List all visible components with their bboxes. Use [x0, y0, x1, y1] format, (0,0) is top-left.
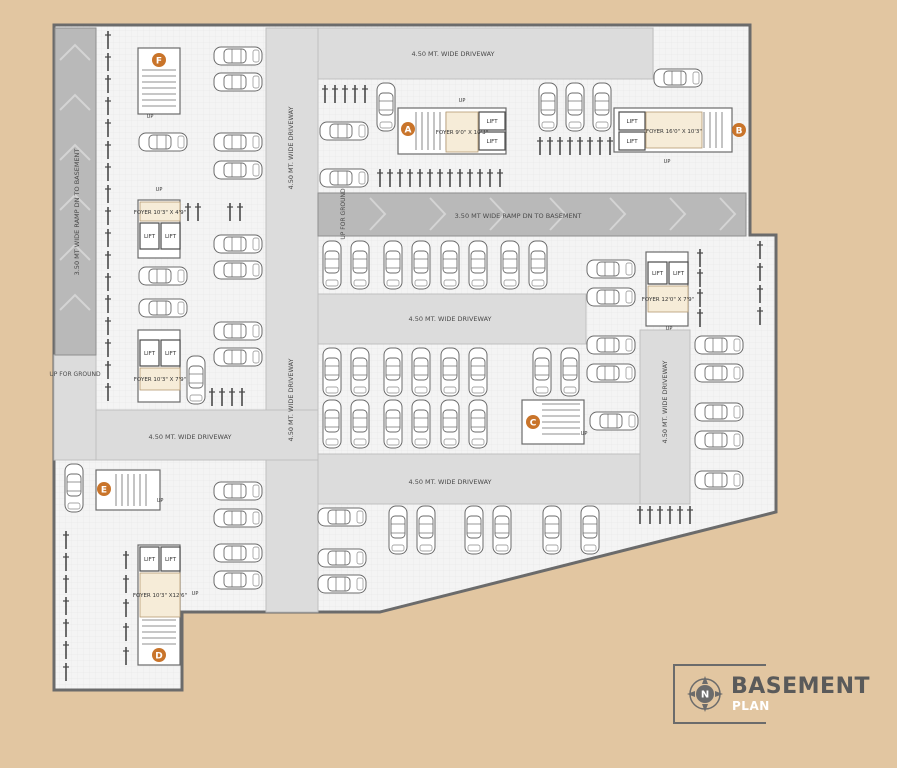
- lift-label: LIFT: [486, 119, 498, 125]
- up-for-ground-label: UP FOR GROUND: [340, 188, 347, 240]
- ramp-label: 3.50 MT WIDE RAMP DN TO BASEMENT: [455, 212, 582, 220]
- core-id: B: [736, 127, 743, 137]
- lift-label: LIFT: [626, 119, 638, 125]
- up-labels: UP UP UP UP UP UP UP UP: [147, 98, 673, 597]
- driveway-label: 4.50 MT. WIDE DRIVEWAY: [287, 106, 295, 189]
- driveway-label: 4.50 MT. WIDE DRIVEWAY: [409, 315, 492, 323]
- lift-labels: LIFT LIFT LIFT LIFT LIFT LIFT LIFT LIFT …: [144, 119, 685, 563]
- up-label: UP: [147, 114, 154, 120]
- driveway-labels: 4.50 MT. WIDE DRIVEWAY 4.50 MT. WIDE DRI…: [73, 50, 669, 486]
- lift-label: LIFT: [165, 351, 177, 357]
- lift-boxes: [139, 111, 689, 572]
- lift-label: LIFT: [144, 234, 156, 240]
- foyer-label: FOYER 16'0" X 10'3": [646, 129, 702, 135]
- driveway-label: 4.50 MT. WIDE DRIVEWAY: [661, 360, 669, 443]
- plan-title: BASEMENT: [731, 674, 871, 699]
- foyer-label: FOYER 10'3" X12'6": [133, 593, 187, 599]
- core-id: D: [155, 652, 162, 662]
- up-for-ground-label: UP FOR GROUND: [49, 371, 101, 378]
- foyer-label: FOYER 12'0" X 7'9": [642, 297, 694, 303]
- lift-label: LIFT: [165, 234, 177, 240]
- foyer-label: FOYER 10'3" X 4'9": [134, 210, 186, 216]
- foyer-areas: [139, 111, 703, 618]
- up-label: UP: [666, 326, 673, 332]
- core-id: F: [156, 57, 162, 67]
- core-id: E: [101, 486, 107, 496]
- core-id: A: [405, 126, 412, 136]
- lift-label: LIFT: [626, 139, 638, 145]
- core-badge-f: F: [152, 53, 166, 67]
- foyer-labels: FOYER 10'3" X 4'9" FOYER 10'3" X 7'9" FO…: [133, 129, 702, 599]
- plan-subtitle: PLAN: [732, 699, 770, 713]
- up-label: UP: [664, 159, 671, 165]
- lift-label: LIFT: [486, 139, 498, 145]
- compass-north-label: N: [701, 690, 709, 701]
- up-label: UP: [581, 431, 588, 437]
- up-label: UP: [192, 591, 199, 597]
- stair-treads: [115, 69, 723, 645]
- foyer-label: FOYER 9'0" X 10'3": [436, 130, 488, 136]
- lift-label: LIFT: [144, 557, 156, 563]
- driveway-label: 4.50 MT. WIDE DRIVEWAY: [409, 478, 492, 486]
- driveway-label: 4.50 MT. WIDE DRIVEWAY: [412, 50, 495, 58]
- title-frame: N: [673, 664, 766, 724]
- foyer-label: FOYER 10'3" X 7'9": [134, 377, 186, 383]
- plan-title-block: N BASEMENT PLAN: [672, 664, 870, 724]
- driveway-label: 4.50 MT. WIDE DRIVEWAY: [149, 433, 232, 441]
- core-badge-e: E: [97, 482, 111, 496]
- lift-label: LIFT: [652, 271, 664, 277]
- up-label: UP: [157, 498, 164, 504]
- core-badge-b: B: [732, 123, 746, 137]
- driveway-network: [53, 27, 691, 613]
- up-label: UP: [156, 187, 163, 193]
- core-badge-a: A: [401, 122, 415, 136]
- ramp-center: [317, 192, 747, 237]
- core-badge-c: C: [526, 415, 540, 429]
- lift-label: LIFT: [144, 351, 156, 357]
- lift-label: LIFT: [673, 271, 685, 277]
- core-badge-d: D: [152, 648, 166, 662]
- up-label: UP: [459, 98, 466, 104]
- ramp-label: 3.50 MT WIDE RAMP DN TO BASEMENT: [73, 149, 81, 276]
- lift-label: LIFT: [165, 557, 177, 563]
- ramp-left: [54, 27, 97, 356]
- core-id: C: [530, 419, 537, 429]
- driveway-label: 4.50 MT. WIDE DRIVEWAY: [287, 358, 295, 441]
